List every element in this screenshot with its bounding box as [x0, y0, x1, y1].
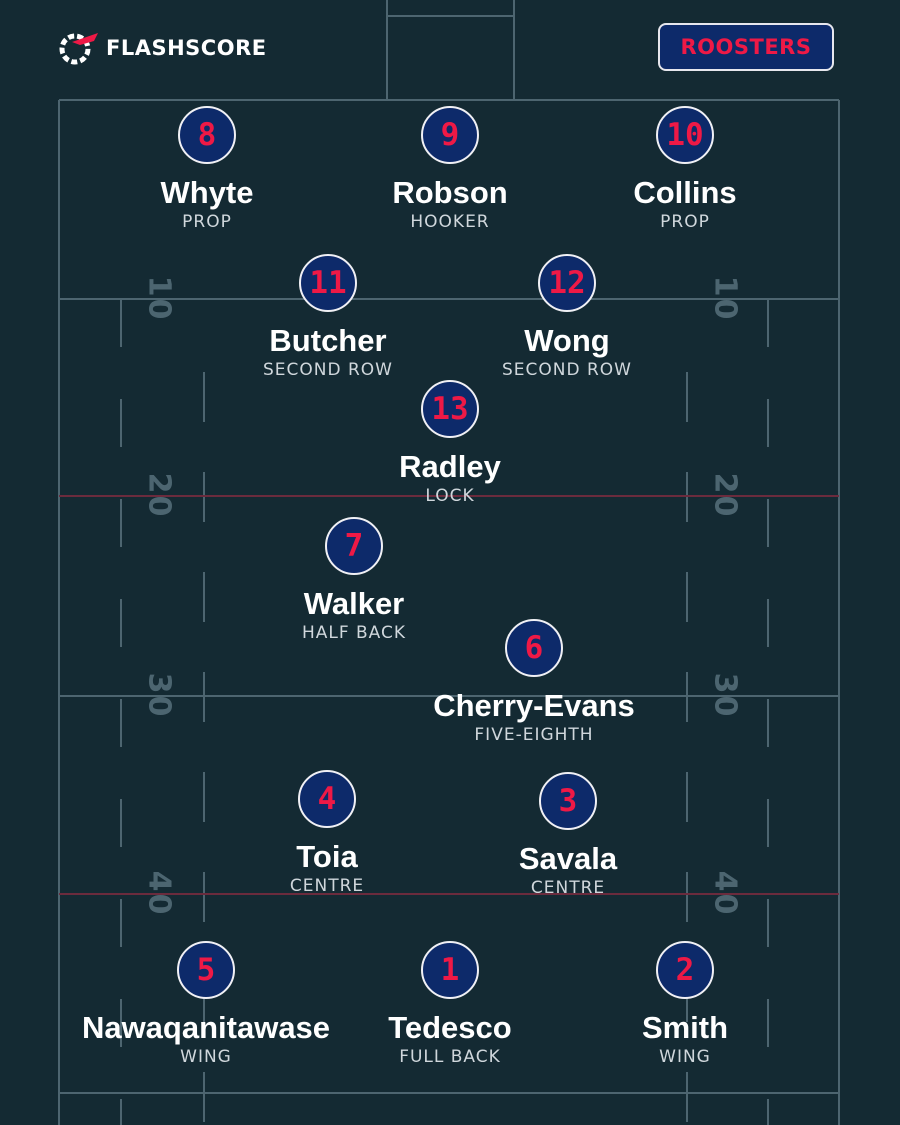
jersey-number: 2 [656, 941, 714, 999]
player-butcher[interactable]: 11 Butcher SECOND ROW [178, 254, 478, 380]
jersey-number: 13 [421, 380, 479, 438]
jersey-number: 3 [539, 772, 597, 830]
player-name: Nawaqanitawase [81, 1010, 331, 1045]
jersey-number: 7 [325, 517, 383, 575]
jersey-number: 9 [421, 106, 479, 164]
player-robson[interactable]: 9 Robson HOOKER [300, 106, 600, 232]
player-tedesco[interactable]: 1 Tedesco FULL BACK [300, 941, 600, 1067]
player-name: Butcher [269, 323, 387, 358]
player-name: Tedesco [388, 1010, 512, 1045]
player-name: Cherry-Evans [433, 688, 635, 723]
player-position: FULL BACK [399, 1047, 501, 1067]
player-position: FIVE-EIGHTH [474, 725, 594, 745]
player-smith[interactable]: 2 Smith WING [535, 941, 835, 1067]
jersey-number: 11 [299, 254, 357, 312]
jersey-number: 5 [177, 941, 235, 999]
jersey-number: 8 [178, 106, 236, 164]
jersey-number: 10 [656, 106, 714, 164]
player-position: CENTRE [289, 876, 365, 896]
yard-marker-right-20: 20 [707, 472, 743, 519]
player-position: HALF BACK [301, 623, 407, 643]
jersey-number: 6 [505, 619, 563, 677]
flashscore-logo-icon [59, 33, 98, 65]
player-name: Smith [641, 1010, 729, 1045]
player-position: PROP [660, 212, 710, 232]
player-name: Wong [524, 323, 610, 358]
player-position: CENTRE [530, 878, 606, 898]
player-position: SECOND ROW [263, 360, 393, 380]
jersey-number: 4 [298, 770, 356, 828]
team-name-badge: ROOSTERS [658, 23, 834, 71]
player-whyte[interactable]: 8 Whyte PROP [57, 106, 357, 232]
yard-marker-left-30: 30 [141, 672, 177, 719]
player-cherry-evans[interactable]: 6 Cherry-Evans FIVE-EIGHTH [384, 619, 684, 745]
player-collins[interactable]: 10 Collins PROP [535, 106, 835, 232]
jersey-number: 1 [421, 941, 479, 999]
player-radley[interactable]: 13 Radley LOCK [300, 380, 600, 506]
player-toia[interactable]: 4 Toia CENTRE [177, 770, 477, 896]
flashscore-logo[interactable]: FLASHSCORE [58, 30, 267, 66]
yard-marker-left-40: 40 [141, 870, 177, 917]
logo-text: FLASHSCORE [106, 36, 267, 60]
player-name: Savala [518, 841, 618, 876]
player-position: WING [659, 1047, 711, 1067]
player-name: Robson [392, 175, 508, 210]
player-name: Radley [399, 449, 501, 484]
player-wong[interactable]: 12 Wong SECOND ROW [417, 254, 717, 380]
player-position: LOCK [425, 486, 475, 506]
player-name: Collins [633, 175, 737, 210]
player-name: Toia [296, 839, 358, 874]
player-nawaqanitawase[interactable]: 5 Nawaqanitawase WING [56, 941, 356, 1067]
player-name: Whyte [160, 175, 254, 210]
player-position: PROP [182, 212, 232, 232]
player-position: SECOND ROW [502, 360, 632, 380]
yard-marker-right-30: 30 [707, 672, 743, 719]
player-savala[interactable]: 3 Savala CENTRE [418, 772, 718, 898]
player-walker[interactable]: 7 Walker HALF BACK [204, 517, 504, 643]
yard-marker-left-10: 10 [141, 275, 177, 322]
player-position: WING [180, 1047, 232, 1067]
yard-marker-left-20: 20 [141, 472, 177, 519]
player-name: Walker [303, 586, 405, 621]
player-position: HOOKER [410, 212, 490, 232]
jersey-number: 12 [538, 254, 596, 312]
